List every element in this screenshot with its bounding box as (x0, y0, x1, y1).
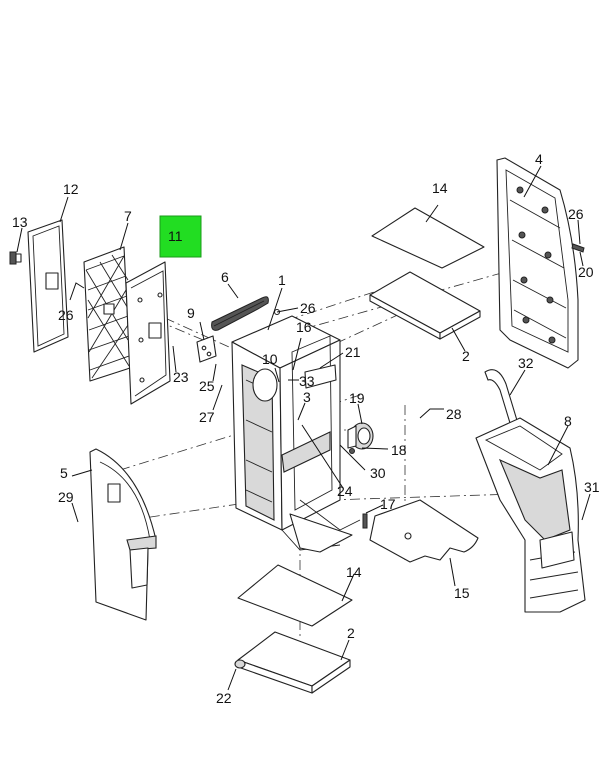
part-18-clip (349, 448, 355, 454)
callout-26-right: 26 (568, 206, 584, 222)
leader-lines (16, 165, 591, 691)
callout-33: 33 (299, 373, 315, 389)
part-1-main-frame (231, 315, 361, 553)
callout-11-highlight[interactable]: 11 (159, 215, 202, 258)
callout-14-top: 14 (432, 180, 448, 196)
part-4-side-panel (496, 157, 579, 369)
part-12-door-panel (27, 219, 69, 353)
callout-10: 10 (262, 351, 278, 367)
callout-12: 12 (63, 181, 79, 197)
part-14-pad-bottom (237, 564, 353, 627)
callout-7: 7 (124, 208, 132, 224)
callout-32: 32 (518, 355, 534, 371)
callout-4: 4 (535, 151, 543, 167)
callout-26-top: 26 (300, 300, 316, 316)
callout-6: 6 (221, 269, 229, 285)
callout-24: 24 (337, 483, 353, 499)
callout-17: 17 (380, 496, 396, 512)
callout-31: 31 (584, 479, 600, 495)
callout-23: 23 (173, 369, 189, 385)
callout-27: 27 (199, 409, 215, 425)
callout-26-left: 26 (58, 307, 74, 323)
part-19-blower-motor (347, 422, 374, 450)
callout-13: 13 (12, 214, 28, 230)
callout-5: 5 (60, 465, 68, 481)
callout-29: 29 (58, 489, 74, 505)
callout-9: 9 (187, 305, 195, 321)
callout-8: 8 (564, 413, 572, 429)
part-8-right-console (475, 417, 586, 613)
callout-15: 15 (454, 585, 470, 601)
callout-3: 3 (303, 389, 311, 405)
callout-28: 28 (446, 406, 462, 422)
part-9-bracket (196, 335, 217, 363)
part-17-bolt (362, 513, 368, 529)
part-6-handle (211, 296, 269, 331)
callout-19: 19 (349, 390, 365, 406)
callout-22: 22 (216, 690, 232, 706)
part-23-inner-panel (125, 261, 171, 405)
callout-2-top: 2 (462, 348, 470, 364)
part-14-pad-top (371, 207, 485, 269)
callout-30: 30 (370, 465, 386, 481)
part-5-side-panel (89, 448, 157, 621)
callout-11: 11 (168, 228, 183, 244)
part-7-insulation-pad (83, 246, 131, 382)
callout-2-bottom: 2 (347, 625, 355, 641)
callout-25: 25 (199, 378, 215, 394)
callout-20: 20 (578, 264, 594, 280)
callout-16: 16 (296, 319, 312, 335)
callout-21: 21 (345, 344, 361, 360)
part-20-screw (571, 243, 585, 253)
callout-18: 18 (391, 442, 407, 458)
part-15-floor-plate (369, 499, 479, 563)
part-2-tray-bottom (237, 631, 351, 694)
callout-1: 1 (278, 272, 286, 288)
part-2-tray-top (369, 271, 481, 340)
callout-14-bottom: 14 (346, 564, 362, 580)
part-22-foot (234, 659, 246, 669)
callout-labels: 1 2 2 3 4 5 6 7 8 9 10 12 13 14 14 15 16… (12, 151, 600, 706)
part-13-latch (9, 251, 22, 265)
